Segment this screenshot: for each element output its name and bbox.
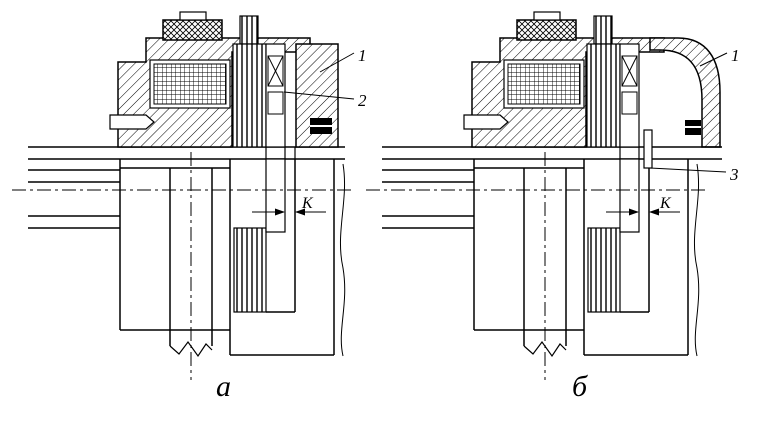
callout-part2: 2 bbox=[358, 91, 367, 110]
leader-line-part2 bbox=[283, 91, 355, 100]
machine-section-b bbox=[365, 11, 707, 381]
callout-part3: 3 bbox=[729, 165, 739, 184]
panel-caption: а bbox=[216, 370, 231, 403]
gap-label: K bbox=[659, 195, 672, 212]
leader-line-part3 bbox=[649, 167, 727, 173]
leader-line-part1 bbox=[319, 52, 355, 73]
adjusting-pin bbox=[643, 129, 653, 169]
leader-line-part1 bbox=[699, 52, 728, 67]
gap-label: K bbox=[301, 195, 314, 212]
panel-b: 1 3 K б bbox=[365, 11, 740, 403]
callout-part1: 1 bbox=[731, 46, 740, 65]
panel-caption: б bbox=[572, 370, 588, 403]
panel-a: 1 2 K а bbox=[11, 11, 367, 403]
callout-part1: 1 bbox=[358, 46, 367, 65]
